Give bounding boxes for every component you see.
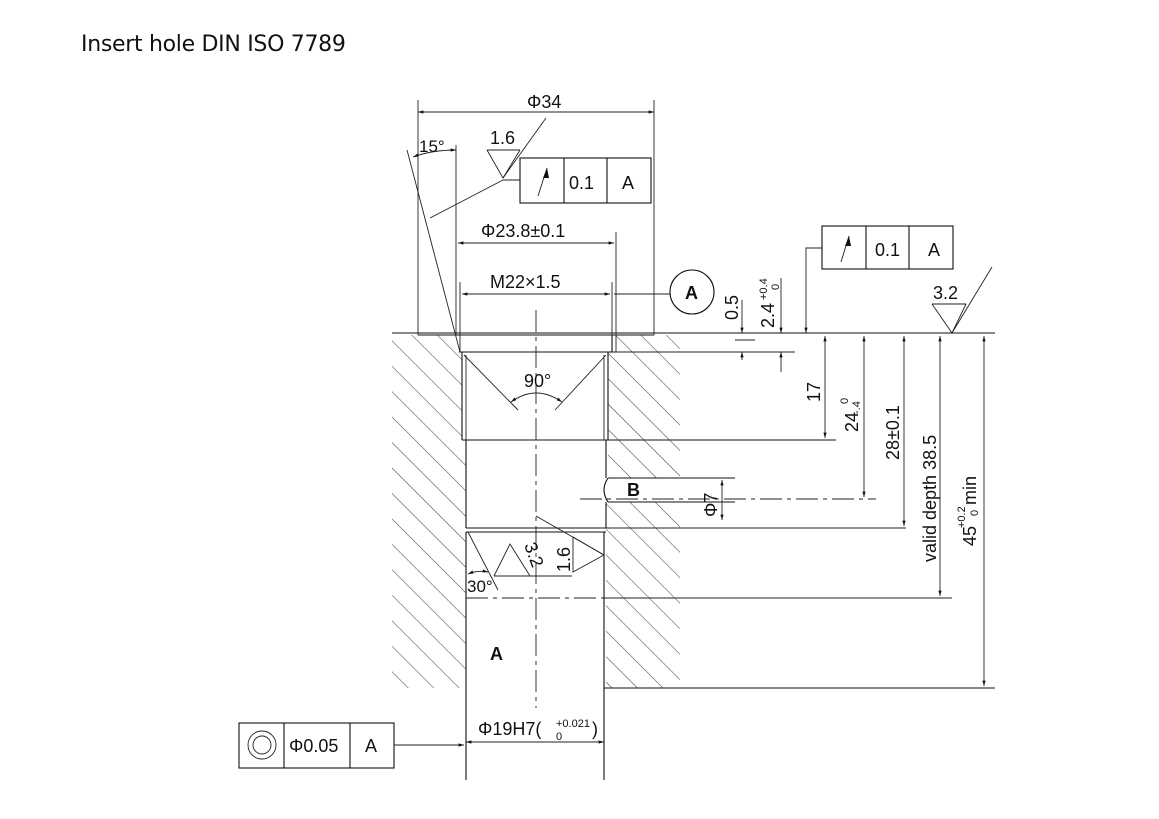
svg-text:A: A: [928, 240, 940, 260]
dim-chamfer-15: 15°: [419, 137, 445, 156]
svg-text:A: A: [685, 283, 698, 303]
runout-arrow-icon: [840, 235, 851, 263]
svg-text:0: 0: [839, 398, 851, 404]
svg-text:0: 0: [556, 731, 562, 743]
surface-finish-step-a: 3.2: [520, 540, 547, 570]
port-b-label: B: [627, 480, 640, 500]
dim-2-4: 2.4: [758, 303, 778, 328]
svg-text:0.1: 0.1: [875, 240, 900, 260]
svg-text:1.6: 1.6: [490, 128, 515, 148]
svg-text:0: 0: [969, 510, 981, 516]
svg-text:A: A: [365, 736, 377, 756]
dim-thread-m22: M22×1.5: [490, 272, 561, 292]
material-section-left: [392, 335, 466, 688]
dim-phi23-8: Φ23.8±0.1: [481, 221, 565, 241]
runout-arrow-icon: [537, 167, 549, 197]
dim-cone-90: 90°: [524, 371, 551, 391]
dim-depth-17: 17: [804, 382, 824, 402]
surface-finish-top-face: 3.2: [931, 266, 993, 334]
dim-angle-30: 30°: [467, 577, 493, 596]
feature-frame-runout-1: 0.1 A: [519, 157, 652, 204]
dim-phi19h7: Φ19H7( +0.021 0 ): [478, 718, 598, 743]
section-a-label: A: [490, 644, 503, 664]
surface-finish-step-b: 1.6: [554, 547, 574, 572]
feature-frame-concentricity: Φ0.05 A: [238, 722, 464, 769]
svg-text:): ): [592, 719, 598, 739]
dim-valid-depth: valid depth 38.5: [920, 435, 940, 562]
svg-text:min: min: [960, 476, 980, 505]
svg-text:+0.021: +0.021: [556, 718, 590, 730]
svg-text:3.2: 3.2: [933, 283, 958, 303]
dim-depth-28: 28±0.1: [883, 405, 903, 460]
concentricity-icon: [247, 730, 277, 760]
svg-text:Φ19H7(: Φ19H7(: [478, 719, 541, 739]
page-title: Insert hole DIN ISO 7789: [81, 32, 346, 57]
svg-text:Φ0.05: Φ0.05: [289, 736, 338, 756]
dim-total-depth: 45: [960, 526, 980, 546]
svg-text:+0.2: +0.2: [956, 506, 968, 528]
surface-finish-top-chamfer: 1.6: [429, 117, 547, 219]
svg-text:+0.4: +0.4: [758, 278, 770, 300]
datum-a-balloon: [669, 269, 715, 315]
svg-text:A: A: [622, 173, 634, 193]
feature-frame-runout-2: 0.1 A: [804, 225, 954, 333]
material-section-right: [606, 335, 680, 688]
svg-text:0: 0: [770, 284, 782, 290]
dim-phi7: Φ7: [701, 493, 721, 517]
dim-phi34: Φ34: [527, 92, 561, 112]
svg-text:-.4: -.4: [851, 401, 863, 414]
dim-depth-24: 24: [842, 412, 862, 432]
svg-text:0.1: 0.1: [569, 173, 594, 193]
dim-0-5: 0.5: [722, 295, 742, 320]
